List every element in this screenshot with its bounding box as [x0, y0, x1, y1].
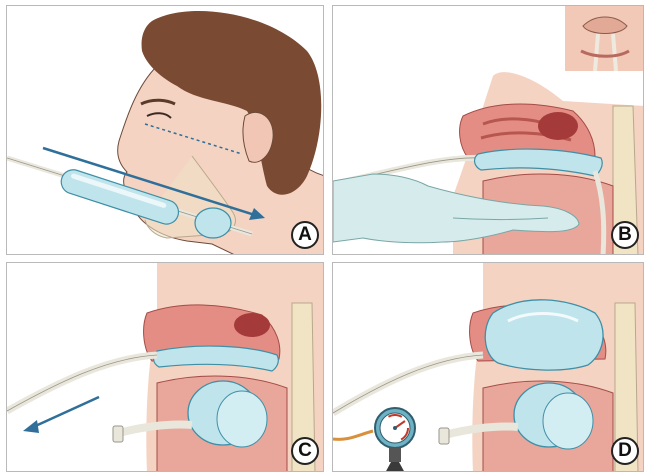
panel-c: C	[6, 262, 324, 472]
panel-label-b: B	[611, 221, 639, 249]
sphenoid-sinus	[538, 112, 578, 140]
withdrawal-arrow-head	[23, 420, 39, 433]
panel-a: A	[6, 5, 324, 255]
panel-a-illustration	[7, 6, 324, 255]
panel-b: B	[332, 5, 644, 255]
oral-tube-connector	[439, 428, 449, 444]
inflation-line	[333, 431, 373, 439]
posterior-balloon-lobe	[543, 393, 593, 449]
panel-c-illustration	[7, 263, 324, 472]
oral-tube-connector	[113, 426, 123, 442]
catheter-tube	[7, 355, 157, 411]
panel-d: D	[332, 262, 644, 472]
catheter-tube-outline	[333, 355, 483, 413]
nasal-balloon-inflated	[485, 300, 603, 370]
panel-label-a: A	[291, 221, 319, 249]
sphenoid-sinus	[234, 313, 270, 337]
panel-b-illustration	[333, 6, 644, 255]
panel-label-c: C	[291, 437, 319, 465]
withdrawal-arrow-line	[31, 397, 99, 428]
posterior-balloon	[195, 208, 231, 238]
catheter-tube	[333, 355, 483, 413]
panel-d-illustration	[333, 263, 644, 472]
posterior-balloon-lobe	[217, 391, 267, 447]
inset-background	[565, 6, 644, 71]
pressure-gauge	[375, 408, 415, 472]
panel-label-d: D	[611, 437, 639, 465]
